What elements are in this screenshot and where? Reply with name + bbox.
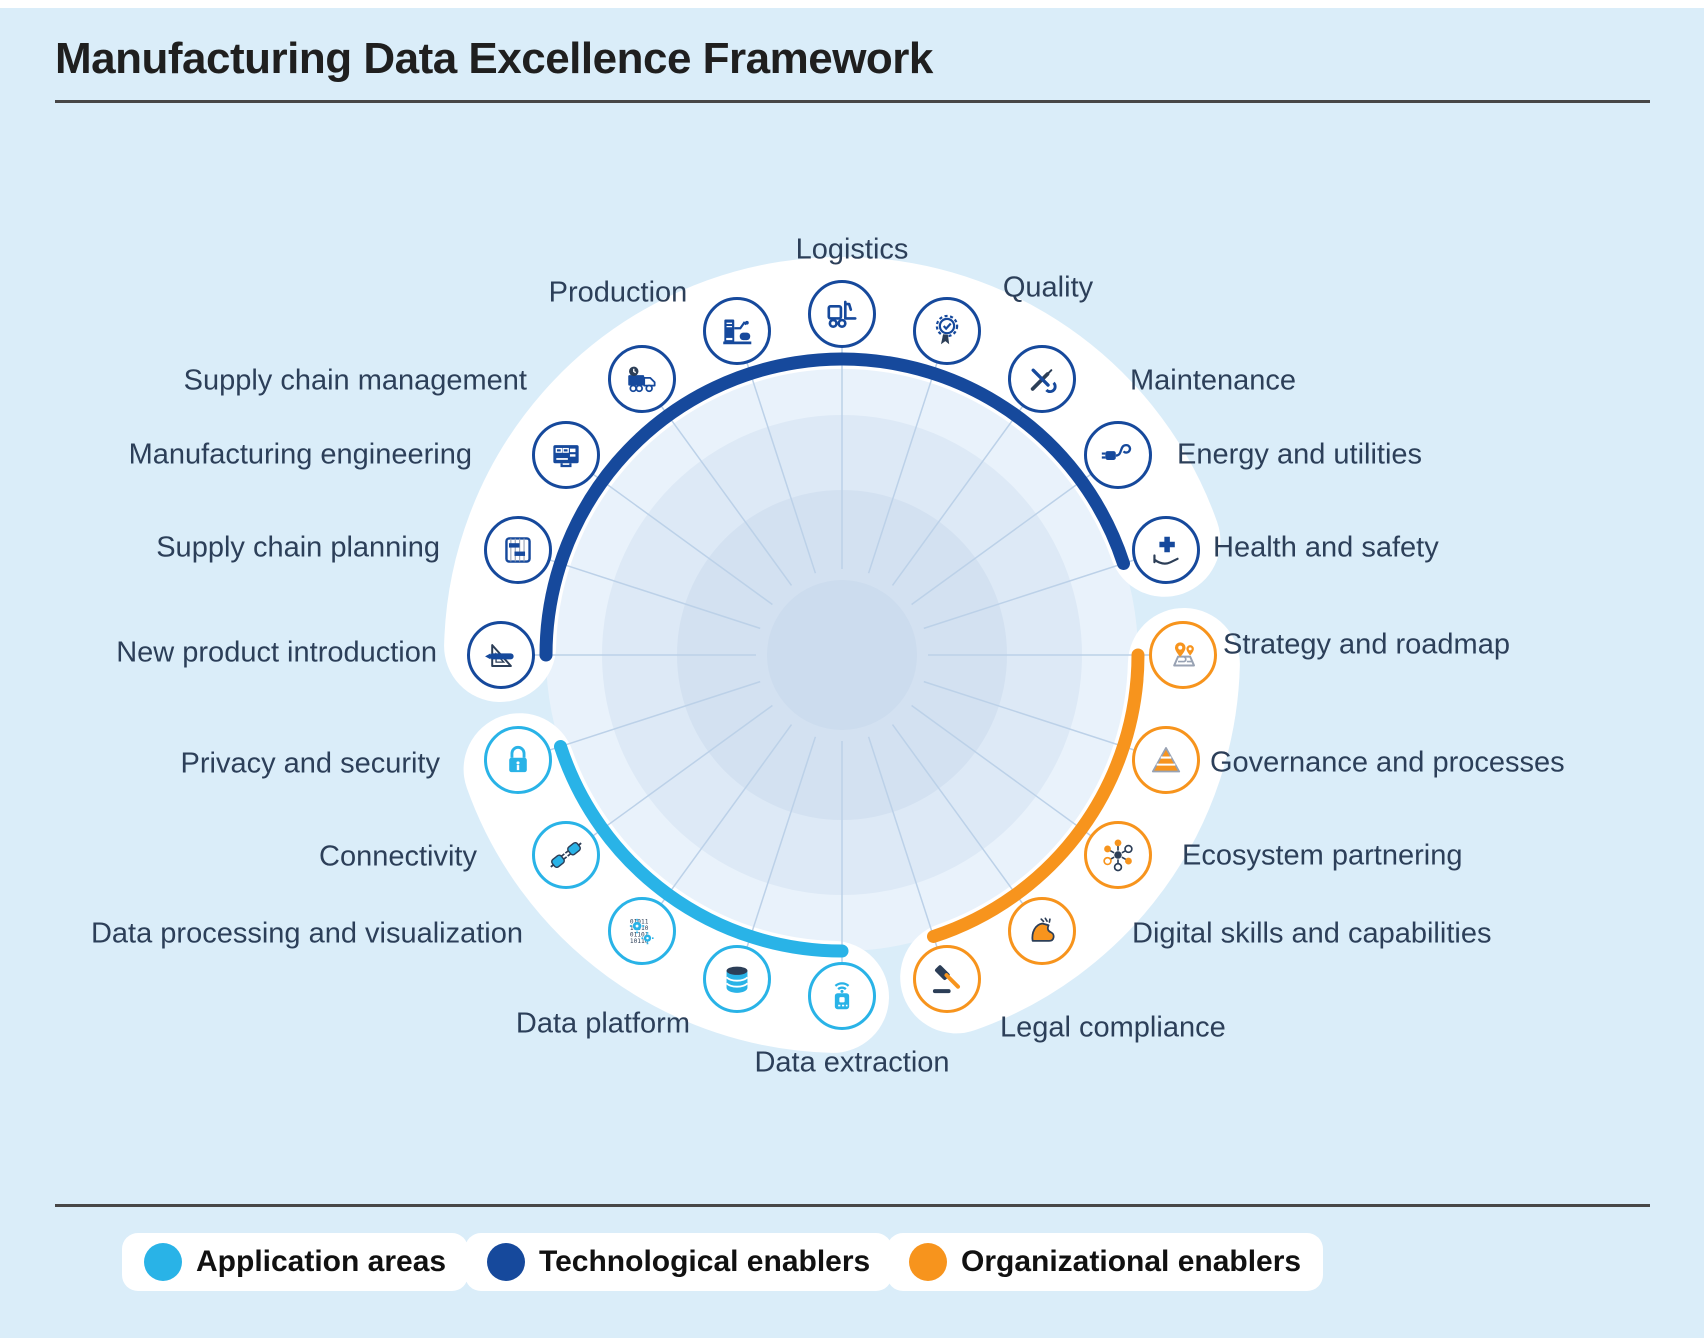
legend-item-application-areas: Application areas (122, 1233, 469, 1291)
wheel-item-quality (913, 297, 981, 365)
wheel-item-strategy-and-roadmap (1149, 621, 1217, 689)
group-arc-cyan (554, 740, 849, 958)
drafting-tools-icon (485, 644, 514, 667)
legend-label: Technological enablers (539, 1245, 871, 1278)
wheel-label-governance-and-processes: Governance and processes (1210, 746, 1565, 779)
gavel-icon (932, 965, 960, 994)
wheel-item-governance-and-processes (1132, 726, 1200, 794)
binary-gears-icon: 01011100100110110110 (629, 918, 654, 945)
wheel-item-supply-chain-planning (484, 516, 552, 584)
gantt-chart-icon (505, 537, 531, 563)
wheel-item-digital-skills-and-capabilities (1008, 897, 1076, 965)
band-segment-navy (444, 256, 1221, 702)
legend-label: Organizational enablers (961, 1245, 1302, 1278)
wheel-label-health-and-safety: Health and safety (1213, 531, 1439, 564)
wheel-label-digital-skills-and-capabilities: Digital skills and capabilities (1132, 917, 1492, 950)
plug-connectors-icon (550, 841, 582, 869)
wheel-item-maintenance (1008, 345, 1076, 413)
pyramid-icon (1151, 747, 1181, 773)
svg-text:10110: 10110 (630, 938, 649, 945)
legend-item-organizational-enablers: Organizational enablers (887, 1233, 1324, 1291)
wheel-label-manufacturing-engineering: Manufacturing engineering (128, 438, 472, 471)
wheel-item-ecosystem-partnering (1084, 821, 1152, 889)
wheel-label-quality: Quality (1002, 271, 1094, 304)
technological-enablers-dot-icon (487, 1243, 525, 1281)
wheel-item-manufacturing-engineering (532, 421, 600, 489)
wheel-item-legal-compliance (913, 945, 981, 1013)
wheel-label-logistics: Logistics (795, 233, 909, 266)
map-pins-icon (1173, 642, 1195, 667)
wheel-label-strategy-and-roadmap: Strategy and roadmap (1223, 628, 1510, 661)
title-divider (55, 100, 1650, 103)
wheel-label-legal-compliance: Legal compliance (1000, 1011, 1226, 1044)
wheel-item-production (703, 297, 771, 365)
award-ribbon-icon (935, 314, 959, 345)
svg-text:01011: 01011 (630, 918, 649, 925)
sensor-device-icon (834, 982, 850, 1010)
svg-text:01101: 01101 (630, 932, 649, 939)
group-arc-orange (927, 648, 1145, 943)
application-areas-dot-icon (144, 1243, 182, 1281)
wheel-item-energy-and-utilities (1084, 421, 1152, 489)
wheel-item-privacy-and-security (484, 726, 552, 794)
wheel-label-data-processing-and-visualization: Data processing and visualization (90, 917, 523, 950)
wheel-label-energy-and-utilities: Energy and utilities (1177, 438, 1423, 471)
wheel-item-connectivity (532, 821, 600, 889)
hand-plus-icon (1153, 536, 1179, 565)
legend-item-technological-enablers: Technological enablers (465, 1233, 893, 1291)
arm-muscle-icon (1031, 917, 1055, 942)
wheel-item-new-product-introduction (467, 621, 535, 689)
top-margin (0, 0, 1704, 8)
wheel-label-new-product-introduction: New product introduction (116, 636, 437, 669)
wheel-label-supply-chain-management: Supply chain management (183, 364, 527, 397)
wheel-label-privacy-and-security: Privacy and security (180, 747, 441, 780)
wheel-item-data-extraction (808, 962, 876, 1030)
network-hub-icon (1103, 839, 1133, 872)
wheel-item-logistics (808, 280, 876, 348)
radar-spokes (524, 337, 1160, 973)
padlock-icon (509, 745, 527, 773)
radar-ring-4 (767, 580, 917, 730)
power-plug-icon (1101, 443, 1132, 460)
wheel-label-connectivity: Connectivity (319, 840, 477, 873)
wheel-label-supply-chain-planning: Supply chain planning (156, 531, 440, 564)
forklift-icon (827, 300, 857, 328)
wheel-item-supply-chain-management (608, 345, 676, 413)
wheel-item-data-platform (703, 945, 771, 1013)
page-title: Manufacturing Data Excellence Framework (55, 34, 933, 83)
wheel-item-data-processing-and-visualization: 01011100100110110110 (608, 897, 676, 965)
organizational-enablers-dot-icon (909, 1243, 947, 1281)
wheel-label-production: Production (548, 276, 688, 309)
legend-label: Application areas (196, 1245, 447, 1278)
database-icon (725, 966, 749, 993)
legend-divider (55, 1204, 1650, 1207)
delivery-truck-icon (628, 366, 656, 393)
wheel-label-data-platform: Data platform (515, 1007, 690, 1040)
control-panel-icon (553, 445, 579, 468)
factory-machine-icon (723, 319, 752, 345)
crossed-tools-icon (1030, 368, 1057, 394)
group-arc-navy (539, 352, 1130, 662)
wheel-item-health-and-safety (1132, 516, 1200, 584)
wheel-label-data-extraction: Data extraction (754, 1046, 950, 1079)
wheel-label-maintenance: Maintenance (1130, 364, 1297, 397)
wheel-label-ecosystem-partnering: Ecosystem partnering (1182, 839, 1463, 872)
